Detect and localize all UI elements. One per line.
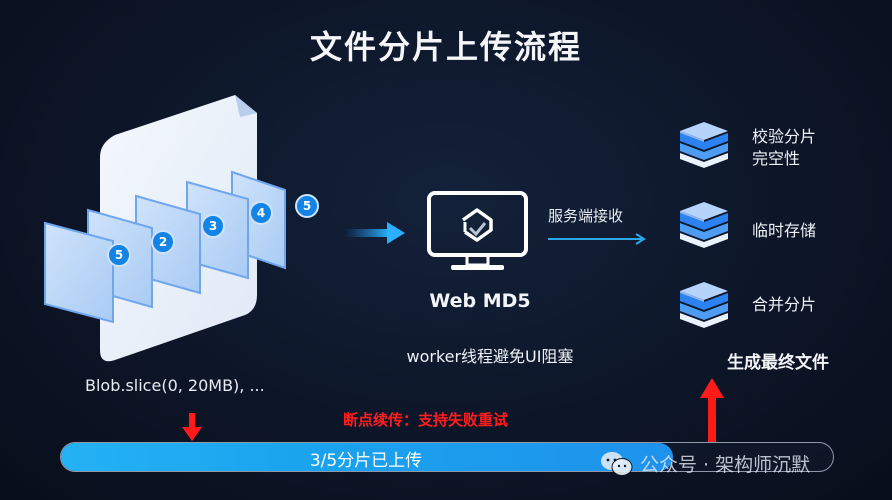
server-receive-label: 服务端接收 [548, 207, 624, 225]
worker-thread-note: worker线程避免UI阻塞 [406, 347, 574, 366]
step-verify-line2: 完空性 [752, 149, 801, 168]
monitor-hash-icon [427, 191, 528, 270]
slice-number-badge: 3 [201, 214, 225, 238]
upload-progress-fill [61, 443, 673, 471]
step-verify-label: 校验分片 完空性 [752, 126, 816, 170]
wechat-icon [601, 451, 633, 476]
page-title: 文件分片上传流程 [309, 28, 582, 66]
arrow-thin-right-icon [548, 233, 646, 245]
slice-number-badge: 4 [249, 201, 273, 225]
step-store-label: 临时存储 [752, 221, 817, 240]
layers-icon [680, 282, 728, 328]
final-file-label: 生成最终文件 [727, 353, 829, 373]
slice-5-front [44, 221, 114, 324]
arrow-down-icon [182, 413, 202, 441]
slice-number-badge: 5 [107, 243, 131, 267]
slice-number-badge: 2 [151, 230, 175, 254]
resume-upload-note: 断点续传：支持失败重试 [343, 411, 509, 429]
step-merge-label: 合并分片 [752, 295, 817, 314]
blob-slice-caption: Blob.slice(0, 20MB), ... [85, 376, 265, 395]
web-md5-label: Web MD5 [429, 290, 531, 312]
file-slices [40, 165, 340, 345]
arrow-right-icon [345, 222, 405, 244]
layers-icon [680, 202, 728, 248]
layers-icon [680, 122, 728, 168]
step-verify-line1: 校验分片 [752, 127, 817, 146]
upload-progress-text: 3/5分片已上传 [309, 451, 423, 471]
watermark: 公众号 · 架构师沉默 [600, 450, 810, 477]
slice-number-badge: 5 [295, 194, 319, 218]
arrow-up-icon [700, 378, 724, 442]
watermark-text: 公众号 · 架构师沉默 [640, 454, 811, 476]
